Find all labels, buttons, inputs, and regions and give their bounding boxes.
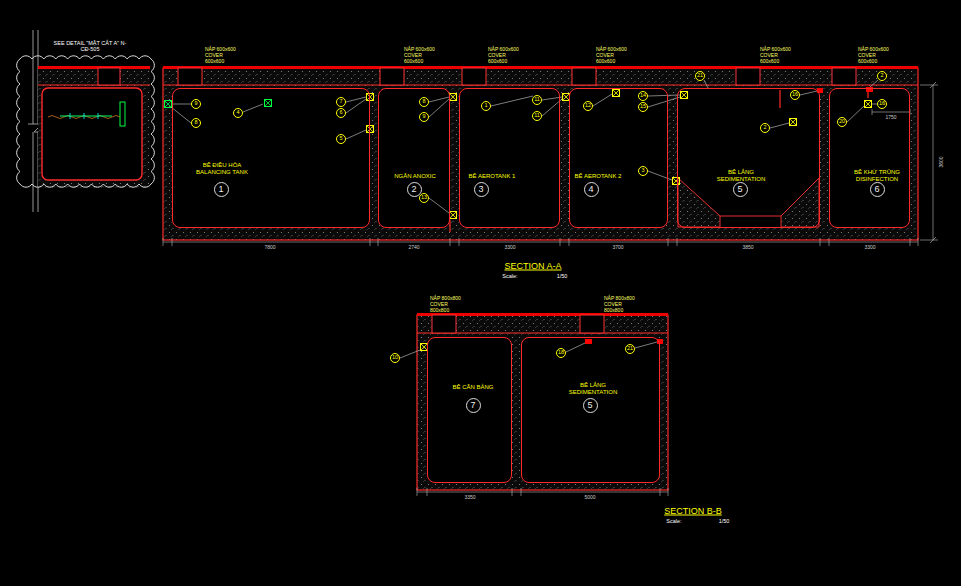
tank-compartment: NGĂN ANOXIC [378,88,450,228]
cover-note: NẮP 600x600 COVER 600x600 [760,46,796,64]
callout-number: 7 [336,97,346,107]
callout-number: 11 [532,95,542,105]
tank-name: BỂ ĐIỀU HÒA BALANCING TANK [196,162,248,176]
cover-note: NẮP 600x600 COVER 600x600 [205,46,241,64]
scale-note: 1/50 [719,519,730,525]
callout-number: 16 [790,90,800,100]
section-title: SECTION A-A [504,262,561,271]
cloud-outline [16,55,155,188]
cover-note: NẮP 600x600 COVER 600x600 [488,46,524,64]
tank-name: BỂ CÂN BẰNG [437,384,509,391]
tank-number: 4 [584,182,599,197]
callout-number: 12 [583,101,593,111]
callout-number: 15 [638,102,648,112]
tank-number: 5 [733,182,748,197]
tank-compartment: BỂ LẮNG SEDIMENTATION [677,88,820,228]
tank-number: 2 [407,182,422,197]
dimension: 1750 [884,115,897,120]
callout-number: 11 [532,111,542,121]
cover-note: NẮP 600x600 COVER 600x600 [404,46,440,64]
cover-note: NẮP 600x600 COVER 600x600 [596,46,632,64]
tank-number: 3 [474,182,489,197]
callout-number: 9 [191,99,201,109]
detail-cloud: SEE DETAIL "MẶT CẮT A" N-CĐ-505 [16,55,155,188]
callout-number: 2 [760,123,770,133]
section-a-a-structure [163,66,938,246]
cover-note: NẮP 800x800 COVER 800x800 [430,295,466,313]
callout-number: 18 [556,348,566,358]
callout-number: 16 [877,99,887,109]
cover-note: NẮP 800x800 COVER 800x800 [604,295,640,313]
cover-note: NẮP 600x600 COVER 600x600 [858,46,894,64]
tank-name: NGĂN ANOXIC [384,173,446,180]
tank-compartment: BỂ AEROTANK 1 [459,88,560,228]
callout-number: 21 [625,344,635,354]
tank-compartment: BỂ KHỬ TRÙNG DISINFECTION [829,88,910,228]
callout-number: 1 [481,101,491,111]
tank-name: BỂ AEROTANK 2 [562,173,634,180]
dimension: 3300 [863,245,876,250]
detail-illustration [28,30,150,212]
dimension: 3850 [741,245,754,250]
section-b-b-structure [400,313,668,496]
tank-name: BỂ AEROTANK 1 [456,173,528,180]
callout-number: 6 [336,108,346,118]
scale-note: Scale: [502,274,517,280]
callout-number: 14 [638,91,648,101]
callout-number: 9 [419,112,429,122]
callout-number: 2 [877,71,887,81]
dimension: 7800 [263,245,276,250]
callout-number: 3 [638,166,648,176]
tank-name: BỂ LẮNG SEDIMENTATION [710,169,772,183]
dimension: 5000 [583,495,596,500]
scale-note: 1/50 [557,274,568,280]
dimension: 3350 [463,495,476,500]
callout-number: 10 [390,353,400,363]
callout-number: 4 [233,108,243,118]
callout-number: 8 [191,118,201,128]
tank-name: BỂ LẮNG SEDIMENTATION [562,382,624,396]
dimension: 3700 [611,245,624,250]
scale-note: Scale: [666,519,681,525]
section-title: SECTION B-B [664,507,722,516]
callout-number: 8 [419,97,429,107]
tank-number: 1 [214,182,229,197]
dimension: 2740 [407,245,420,250]
tank-number: 5 [583,398,598,413]
tank-number: 6 [870,182,885,197]
callout-number: 21 [695,71,705,81]
tank-name: BỂ KHỬ TRÙNG DISINFECTION [849,169,905,183]
tank-number: 7 [466,398,481,413]
callout-number: 13 [419,193,429,203]
dimension: 3300 [503,245,516,250]
dimension: 3600 [939,155,944,168]
callout-number: 5 [336,134,346,144]
detail-reference: SEE DETAIL "MẶT CẮT A" N-CĐ-505 [50,40,130,53]
callout-number: 20 [837,117,847,127]
